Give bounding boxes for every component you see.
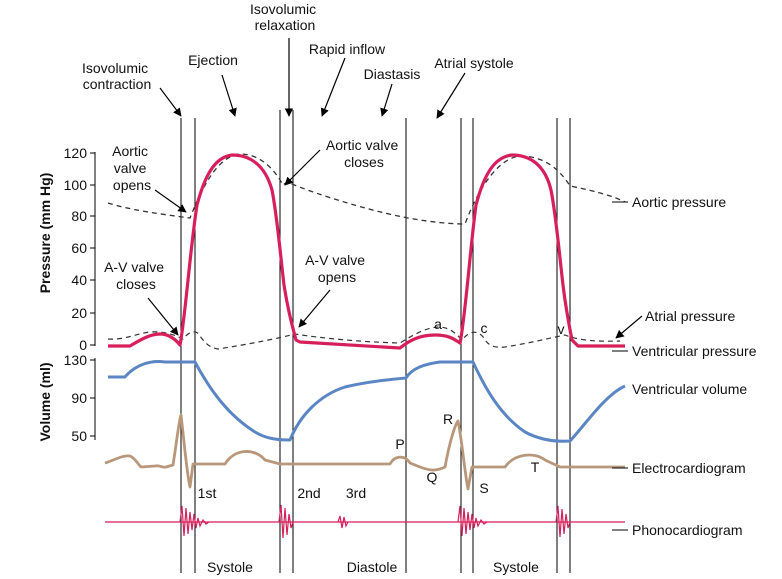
arrow-av-valve-opens xyxy=(298,289,331,328)
trace-label-phonocardiogram: Phonocardiogram xyxy=(632,522,743,538)
pressure-axis-title: Pressure (mm Hg) xyxy=(37,173,53,294)
trace-label-aortic-pressure: Aortic pressure xyxy=(632,194,726,210)
annotation-arrows xyxy=(147,38,643,339)
trace-label-electrocardiogram: Electrocardiogram xyxy=(632,460,746,476)
label-rapid-inflow: Rapid inflow xyxy=(309,41,386,57)
atrial-wave-c: c xyxy=(481,320,488,336)
label-aortic-valve-opens: Aortic valve opens xyxy=(112,143,152,193)
label-av-valve-closes: A-V valve closes xyxy=(104,259,168,292)
label-isovolumic-contraction: Isovolumic contraction xyxy=(82,60,152,92)
cycle-label-systole-2: Systole xyxy=(493,559,539,575)
valve-annotations: Aortic valve opens Aortic valve closes A… xyxy=(104,137,402,292)
label-ejection: Ejection xyxy=(188,52,238,68)
ventricular-pressure-curve xyxy=(108,153,625,350)
arrow-aortic-valve-closes xyxy=(284,149,321,186)
volume-axis: 130 90 50 Volume (ml) xyxy=(37,352,96,444)
atrial-wave-a: a xyxy=(434,316,442,332)
pressure-tick-80: 80 xyxy=(71,208,87,224)
ecg-wave-t: T xyxy=(531,459,540,475)
pressure-tick-0: 0 xyxy=(79,337,87,353)
trace-label-ventricular-pressure: Ventricular pressure xyxy=(632,343,757,359)
cycle-label-diastole: Diastole xyxy=(347,559,398,575)
volume-tick-50: 50 xyxy=(71,428,87,444)
arrow-atrial-pressure xyxy=(615,315,643,339)
ventricular-volume-curve xyxy=(108,360,626,443)
arrow-av-valve-closes xyxy=(147,297,179,336)
label-av-valve-opens: A-V valve opens xyxy=(305,252,369,285)
pressure-tick-40: 40 xyxy=(71,272,87,288)
heart-sound-1st: 1st xyxy=(198,485,217,501)
pressure-tick-20: 20 xyxy=(71,305,87,321)
phase-labels: Isovolumic contraction Ejection Isovolum… xyxy=(82,1,514,92)
label-diastasis: Diastasis xyxy=(364,66,421,82)
trace-labels: Aortic pressure Atrial pressure Ventricu… xyxy=(632,194,757,538)
arrow-aortic-valve-opens xyxy=(154,189,187,213)
cycle-labels: Systole Diastole Systole xyxy=(207,559,539,575)
volume-tick-130: 130 xyxy=(64,352,88,368)
phonocardiogram-trace xyxy=(105,504,625,539)
trace-label-ventricular-volume: Ventricular volume xyxy=(632,381,747,397)
atrial-pressure-curve xyxy=(107,326,621,350)
ecg-wave-r: R xyxy=(443,411,453,427)
label-isovolumic-relaxation: Isovolumic relaxation xyxy=(250,1,320,33)
heart-sound-2nd: 2nd xyxy=(297,485,320,501)
pressure-tick-120: 120 xyxy=(64,145,88,161)
arrow-ejection xyxy=(221,74,237,117)
arrow-rapid-inflow xyxy=(320,57,346,117)
label-atrial-systole: Atrial systole xyxy=(434,55,514,71)
arrow-atrial-systole xyxy=(436,72,466,119)
pressure-axis: 120 100 80 60 40 20 0 Pressure (mm Hg) xyxy=(37,145,96,353)
trace-label-atrial-pressure: Atrial pressure xyxy=(645,308,735,324)
arrow-diastasis xyxy=(380,83,393,117)
cycle-label-systole-1: Systole xyxy=(207,559,253,575)
ecg-wave-q: Q xyxy=(427,469,438,485)
heart-sound-3rd: 3rd xyxy=(346,485,366,501)
volume-axis-title: Volume (ml) xyxy=(37,362,53,441)
wave-labels: a c v P Q R S T 1st 2nd 3rd xyxy=(198,316,565,501)
trace-label-leaders xyxy=(612,201,628,531)
pressure-tick-100: 100 xyxy=(64,177,88,193)
ecg-trace xyxy=(104,413,625,491)
pressure-tick-60: 60 xyxy=(71,240,87,256)
volume-tick-90: 90 xyxy=(71,390,87,406)
label-aortic-valve-closes: Aortic valve closes xyxy=(326,137,402,170)
ecg-wave-p: P xyxy=(395,436,404,452)
atrial-wave-v: v xyxy=(558,321,565,337)
arrow-isovolumic-contraction xyxy=(159,87,182,117)
ecg-wave-s: S xyxy=(479,480,488,496)
